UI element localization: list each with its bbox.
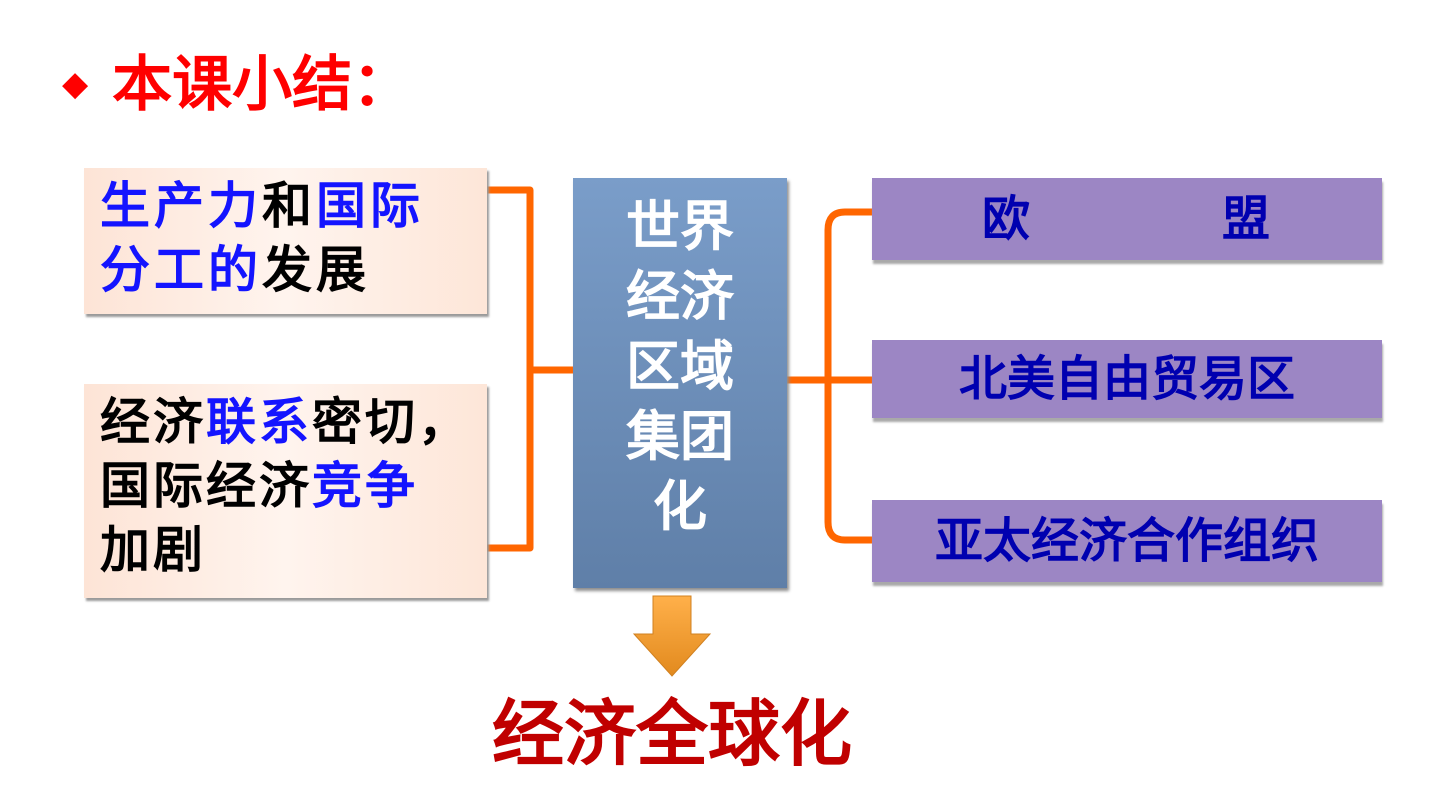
eu-label-right: 盟 <box>1222 191 1271 247</box>
box1-part-2: 和 <box>262 177 316 235</box>
slide-title: ◆ 本课小结： <box>62 48 412 121</box>
box2-part-4: 国际经济 <box>100 457 312 515</box>
box2-part-1: 经济 <box>100 393 206 451</box>
factor-box-competition: 经济联系密切，国际经济竞争加剧 <box>84 384 487 598</box>
down-arrow-icon <box>632 595 712 677</box>
right-bracket <box>824 208 872 544</box>
org-box-nafta: 北美自由贸易区 <box>872 340 1382 418</box>
box1-part-4: 分工的 <box>100 241 262 299</box>
center-box-regionalization: 世界 经济 区域 集团 化 <box>573 178 787 588</box>
box2-part-6: 加剧 <box>100 521 206 579</box>
conclusion-globalization: 经济全球化 <box>492 692 853 776</box>
box2-part-2: 联系 <box>206 393 312 451</box>
eu-label-left: 欧 <box>982 191 1031 247</box>
box1-part-3: 国际 <box>316 177 424 235</box>
org-box-apec: 亚太经济合作组织 <box>872 500 1382 582</box>
left-bracket <box>487 186 534 552</box>
org-box-eu: 欧 盟 <box>872 178 1382 260</box>
box2-part-5: 竞争 <box>312 457 418 515</box>
center-line-3: 区域 <box>626 335 734 398</box>
center-line-5: 化 <box>653 475 707 538</box>
title-text: 本课小结： <box>112 50 413 120</box>
center-line-1: 世界 <box>626 195 734 258</box>
diamond-bullet-icon: ◆ <box>62 64 89 104</box>
center-line-4: 集团 <box>626 405 734 468</box>
center-line-2: 经济 <box>626 265 734 328</box>
box1-part-1: 生产力 <box>100 177 262 235</box>
box1-part-5: 发展 <box>262 241 370 299</box>
factor-box-productivity: 生产力和国际分工的发展 <box>84 168 487 314</box>
box2-part-3: 密切， <box>312 393 471 451</box>
